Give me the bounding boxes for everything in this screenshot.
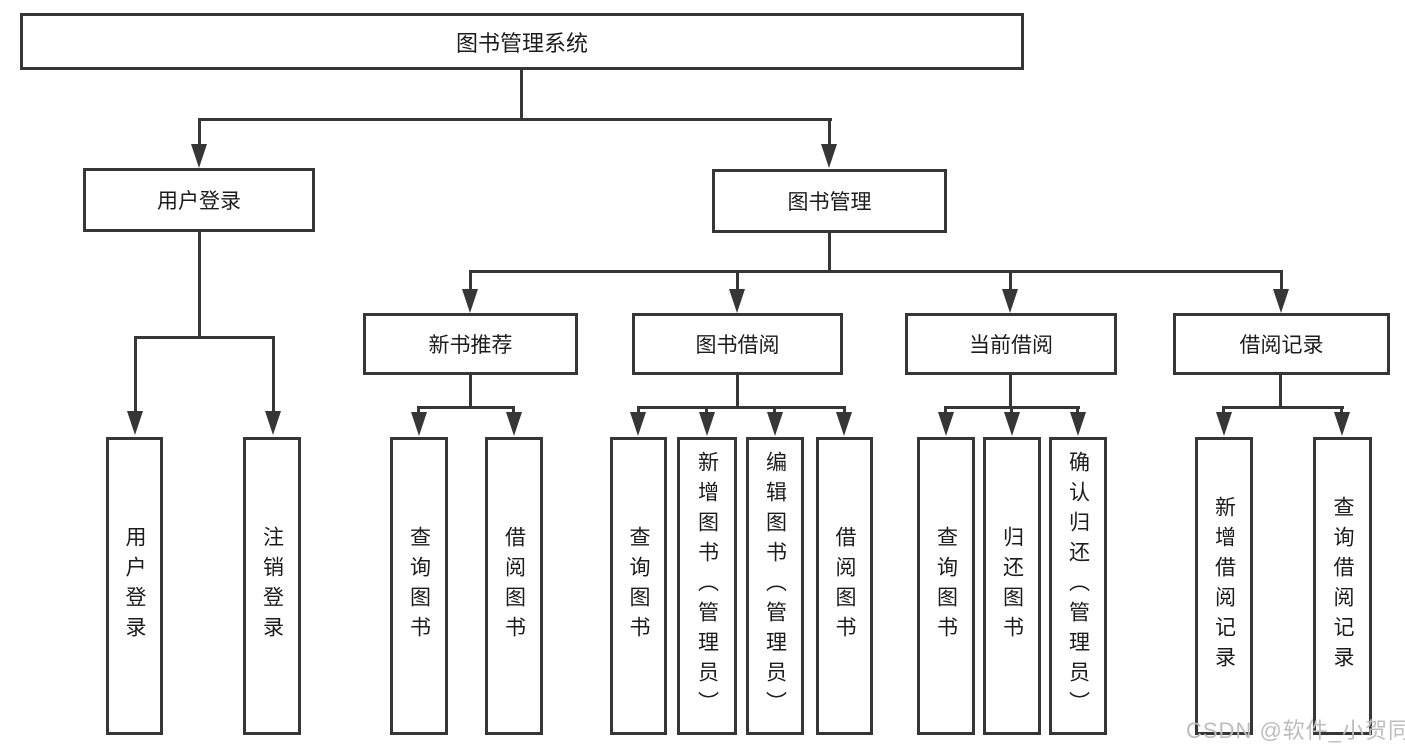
arrow-down-icon xyxy=(699,412,715,436)
connector-line xyxy=(1279,375,1282,406)
node-root: 图书管理系统 xyxy=(20,13,1024,70)
node-book-borrow: 图书借阅 xyxy=(632,313,843,375)
connector-line xyxy=(417,406,420,414)
arrow-down-icon xyxy=(1273,289,1289,313)
arrow-down-icon xyxy=(1070,412,1086,436)
leaf-add-books-admin: 新增图书（管理员） xyxy=(677,437,737,735)
leaf-query-books-1-label: 查询图书 xyxy=(407,526,431,646)
node-book-management: 图书管理 xyxy=(712,169,947,233)
node-new-book-recommend-label: 新书推荐 xyxy=(428,334,513,357)
connector-line xyxy=(1010,406,1013,414)
arrow-down-icon xyxy=(127,411,143,435)
leaf-user-login-label: 用户登录 xyxy=(123,526,146,646)
leaf-query-borrow-record: 查询借阅记录 xyxy=(1313,437,1372,735)
connector-line xyxy=(272,336,275,413)
connector-line xyxy=(469,375,472,406)
leaf-logout-label: 注销登录 xyxy=(260,526,284,646)
leaf-query-books-2: 查询图书 xyxy=(610,437,667,735)
arrow-down-icon xyxy=(836,412,852,436)
connector-line xyxy=(198,118,832,121)
connector-line xyxy=(417,406,515,409)
node-new-book-recommend: 新书推荐 xyxy=(363,313,578,375)
leaf-add-books-admin-label: 新增图书（管理员） xyxy=(695,451,719,721)
leaf-borrow-books-2: 借阅图书 xyxy=(816,437,873,735)
connector-line xyxy=(198,232,201,336)
node-current-borrow-label: 当前借阅 xyxy=(969,334,1053,357)
arrow-down-icon xyxy=(938,412,954,436)
connector-line xyxy=(469,270,1283,273)
connector-line xyxy=(1076,406,1079,414)
arrow-down-icon xyxy=(1334,412,1350,436)
connector-line xyxy=(134,336,275,339)
leaf-query-borrow-record-label: 查询借阅记录 xyxy=(1331,496,1354,676)
connector-line xyxy=(469,270,472,292)
arrow-down-icon xyxy=(462,289,478,313)
csdn-watermark: CSDN @软件_小贺同学 xyxy=(1186,718,1405,743)
arrow-down-icon xyxy=(729,289,745,313)
leaf-add-borrow-record: 新增借阅记录 xyxy=(1195,437,1253,735)
connector-line xyxy=(736,375,739,407)
arrow-down-icon xyxy=(411,412,427,436)
leaf-add-borrow-record-label: 新增借阅记录 xyxy=(1212,496,1236,676)
leaf-logout: 注销登录 xyxy=(243,437,301,735)
connector-line xyxy=(828,118,831,148)
connector-line xyxy=(520,70,523,118)
leaf-query-books-2-label: 查询图书 xyxy=(627,526,650,646)
connector-line xyxy=(736,270,739,292)
leaf-query-books-1: 查询图书 xyxy=(390,437,448,735)
node-user-login-label: 用户登录 xyxy=(157,190,241,213)
node-root-label: 图书管理系统 xyxy=(455,30,588,56)
leaf-edit-books-admin-label: 编辑图书（管理员） xyxy=(763,451,787,721)
arrow-down-icon xyxy=(767,412,783,436)
connector-line xyxy=(1009,375,1012,406)
arrow-down-icon xyxy=(191,144,207,168)
arrow-down-icon xyxy=(1004,412,1020,436)
leaf-confirm-return-admin-label: 确认归还（管理员） xyxy=(1066,451,1090,721)
leaf-return-books-label: 归还图书 xyxy=(1000,526,1024,646)
arrow-down-icon xyxy=(630,412,646,436)
connector-line xyxy=(198,118,201,148)
leaf-confirm-return-admin: 确认归还（管理员） xyxy=(1049,437,1107,735)
leaf-return-books: 归还图书 xyxy=(983,437,1041,735)
leaf-query-books-3: 查询图书 xyxy=(917,437,975,735)
node-user-login: 用户登录 xyxy=(83,168,315,232)
connector-line xyxy=(1222,406,1344,409)
node-book-management-label: 图书管理 xyxy=(787,191,872,214)
node-current-borrow: 当前借阅 xyxy=(905,313,1117,375)
connector-line xyxy=(944,406,947,414)
node-borrow-records-label: 借阅记录 xyxy=(1239,334,1324,357)
connector-line xyxy=(637,406,846,409)
leaf-borrow-books-1: 借阅图书 xyxy=(485,437,543,735)
connector-line xyxy=(1340,406,1343,414)
connector-line xyxy=(637,406,640,414)
connector-line xyxy=(512,406,515,414)
connector-line xyxy=(843,406,846,414)
node-book-borrow-label: 图书借阅 xyxy=(695,334,780,357)
arrow-down-icon xyxy=(1002,289,1018,313)
connector-line xyxy=(773,406,776,414)
arrow-down-icon xyxy=(265,411,281,435)
node-borrow-records: 借阅记录 xyxy=(1173,313,1390,375)
connector-line xyxy=(828,233,831,270)
arrow-down-icon xyxy=(506,412,522,436)
leaf-borrow-books-1-label: 借阅图书 xyxy=(502,526,526,646)
arrow-down-icon xyxy=(1216,412,1232,436)
leaf-borrow-books-2-label: 借阅图书 xyxy=(833,526,856,646)
connector-line xyxy=(1222,406,1225,414)
leaf-edit-books-admin: 编辑图书（管理员） xyxy=(746,437,804,735)
leaf-query-books-3-label: 查询图书 xyxy=(934,526,958,646)
connector-line xyxy=(1280,270,1283,292)
leaf-user-login: 用户登录 xyxy=(106,437,163,735)
connector-line xyxy=(134,336,137,413)
connector-line xyxy=(1009,270,1012,292)
connector-line xyxy=(705,406,708,414)
arrow-down-icon xyxy=(821,144,837,168)
